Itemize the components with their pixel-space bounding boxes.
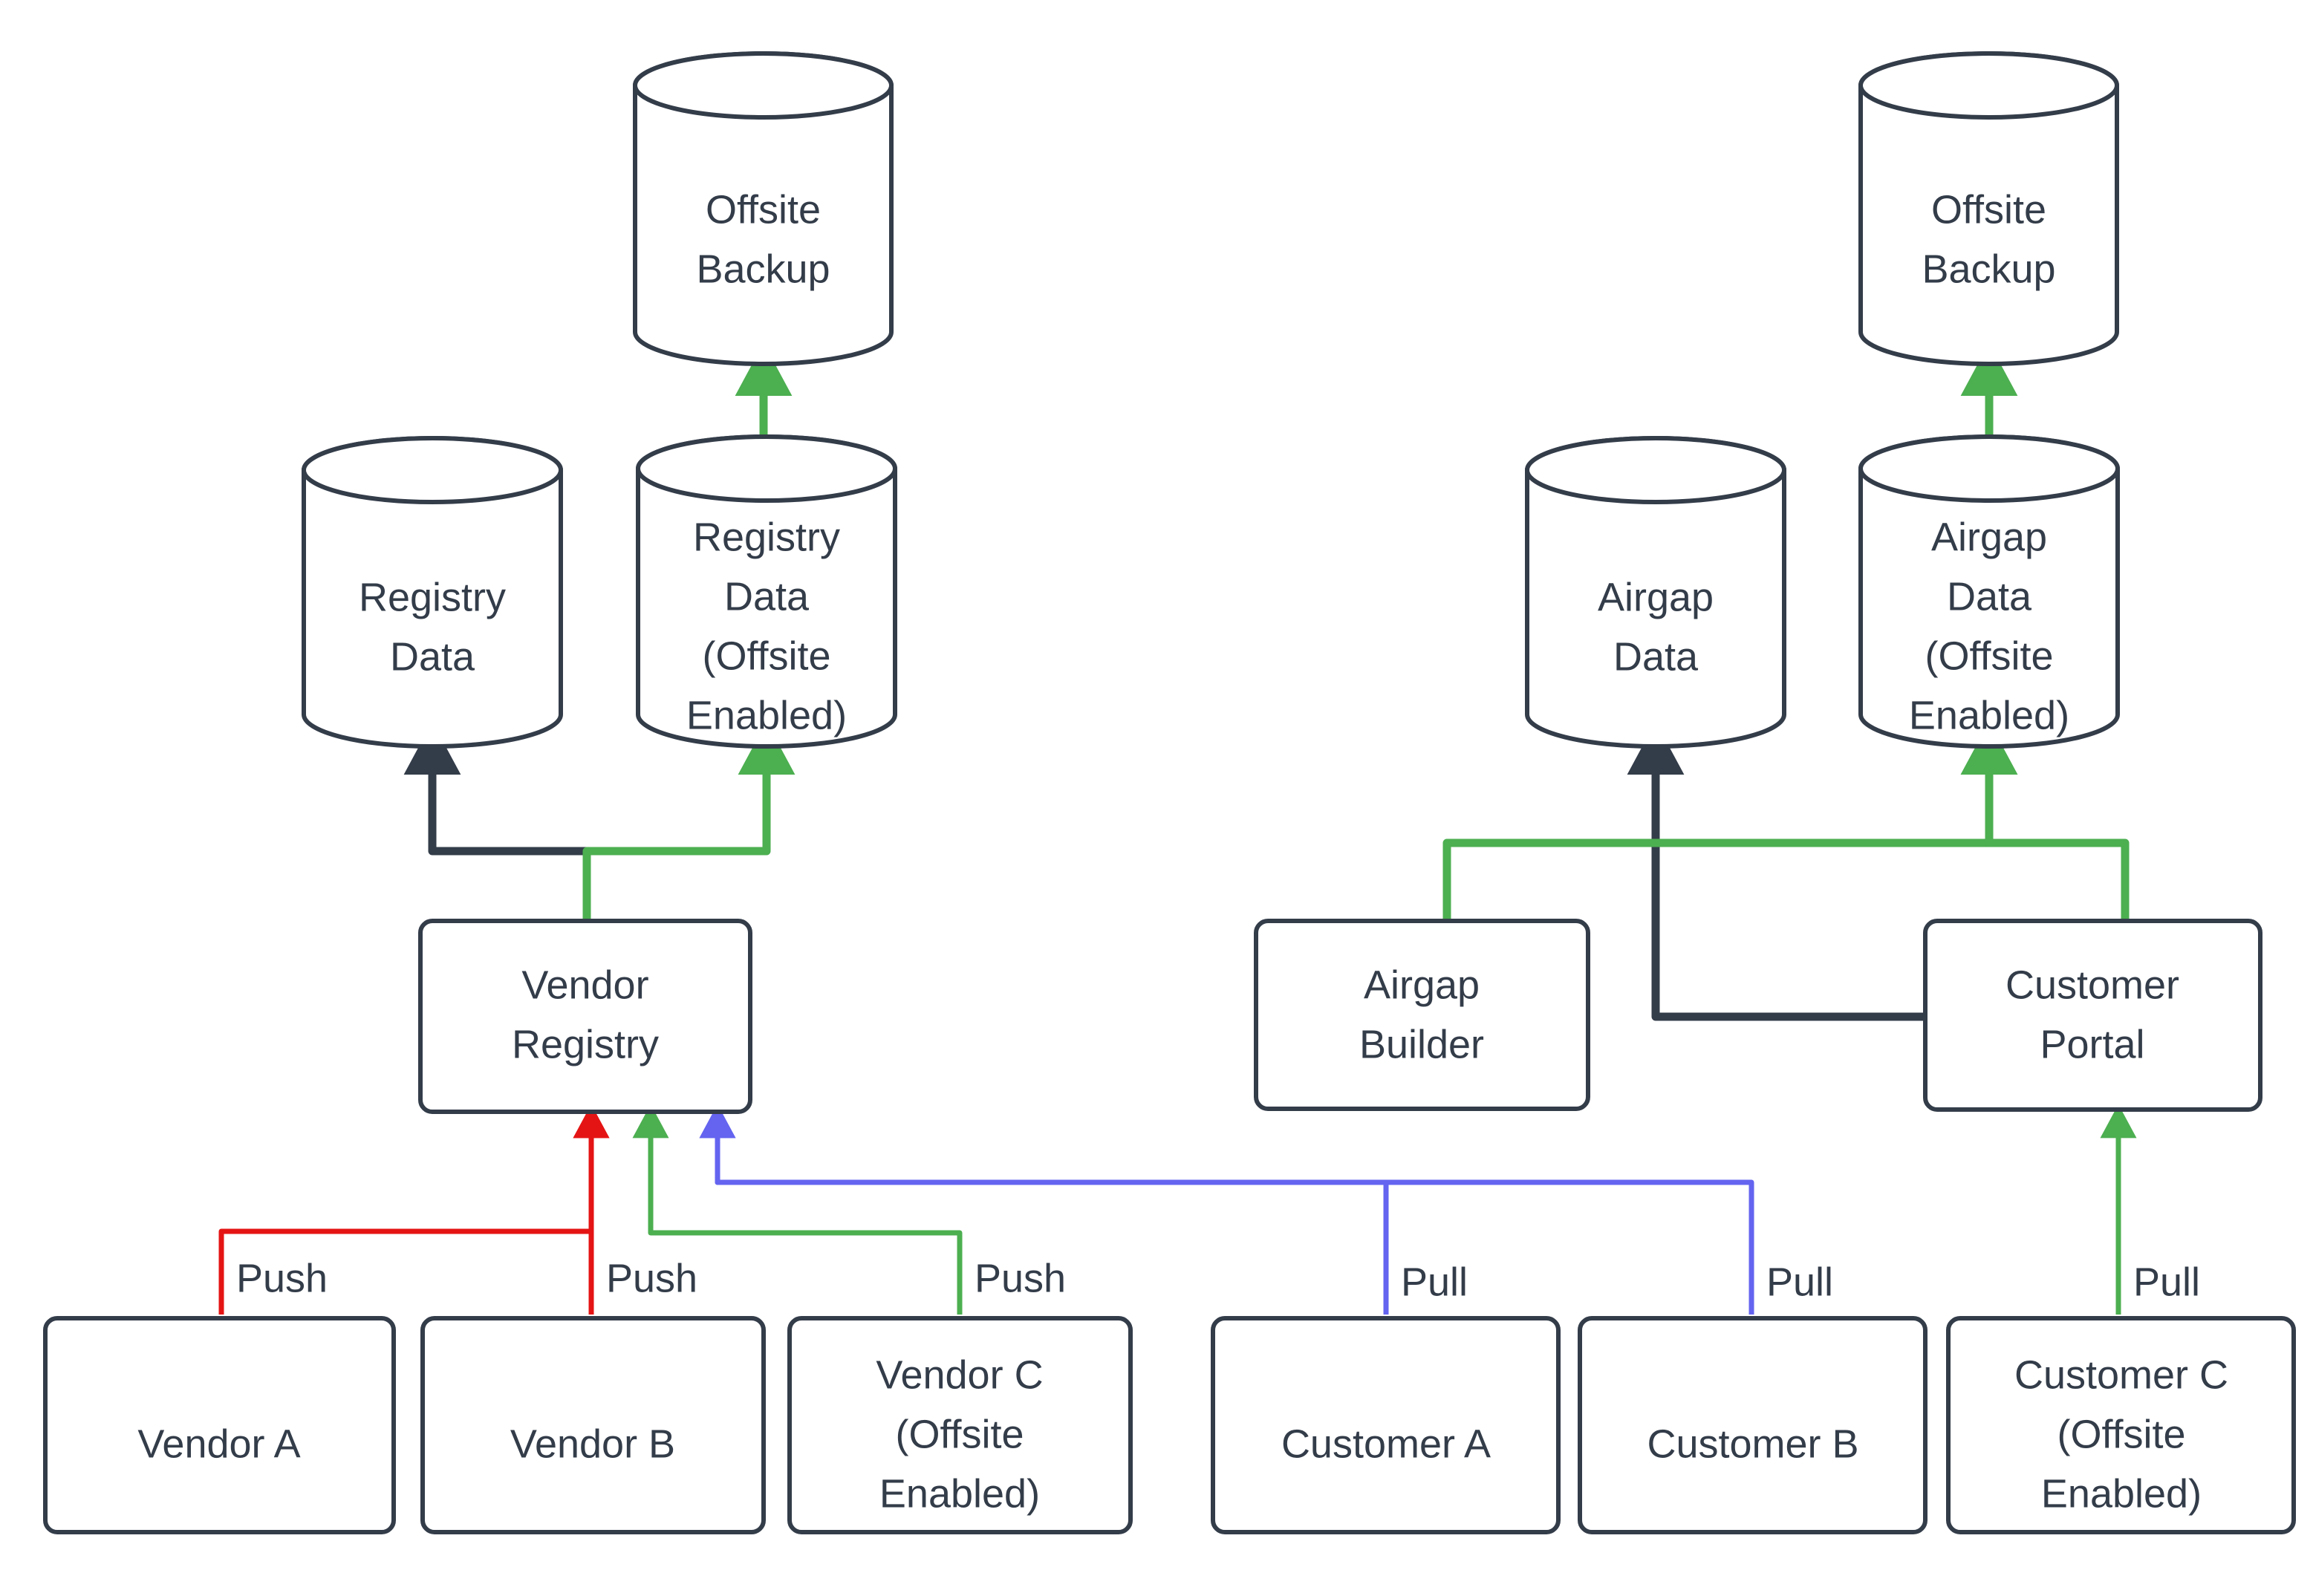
node-label-registry-data-offsite-line4: Enabled) — [686, 693, 847, 737]
node-label-airgap-data-offsite-line1: Airgap — [1931, 515, 2047, 559]
node-vendor-a[interactable]: Vendor A — [43, 1316, 396, 1534]
node-label-airgap-builder-line1: Airgap — [1364, 963, 1480, 1007]
node-label-registry-data-offsite-line1: Registry — [693, 515, 840, 559]
node-offsite-backup-left[interactable]: Offsite Backup — [633, 51, 894, 366]
node-label-customer-a: Customer A — [1281, 1421, 1491, 1466]
node-label-registry-data-line1: Registry — [359, 575, 506, 619]
edge-label-customer-c-pull: Pull — [2133, 1260, 2200, 1304]
node-label-vendor-a: Vendor A — [137, 1421, 300, 1466]
node-label-vendor-b: Vendor B — [510, 1421, 675, 1466]
node-airgap-data-offsite[interactable]: Airgap Data (Offsite Enabled) — [1858, 434, 2120, 749]
node-label-airgap-data-offsite-line3: (Offsite — [1925, 633, 2053, 678]
node-label-customer-portal-line2: Portal — [2040, 1022, 2144, 1066]
node-customer-portal[interactable]: Customer Portal — [1923, 919, 2262, 1112]
node-label-offsite-backup-right-line2: Backup — [1922, 247, 2055, 291]
node-offsite-backup-right[interactable]: Offsite Backup — [1858, 51, 2119, 366]
node-label-offsite-backup-right-line1: Offsite — [1931, 187, 2046, 232]
edge-customer-portal-to-airgap-data-offsite — [1960, 721, 2130, 919]
edge-label-vendor-b-push: Push — [606, 1256, 697, 1300]
node-label-vendor-c-line1: Vendor C — [876, 1352, 1043, 1397]
node-label-vendor-registry-line1: Vendor — [521, 963, 648, 1007]
node-label-registry-data-line2: Data — [390, 634, 475, 679]
edge-airgap-builder-to-airgap-data-offsite — [1442, 721, 2018, 919]
edge-customer-b-to-vendor-registry — [699, 1104, 1754, 1315]
node-vendor-b[interactable]: Vendor B — [420, 1316, 766, 1534]
edge-vendor-registry-to-registry-data — [403, 721, 591, 919]
node-label-airgap-data-offsite-line2: Data — [1947, 574, 2032, 619]
node-label-airgap-data-line1: Airgap — [1598, 575, 1714, 619]
node-customer-a[interactable]: Customer A — [1211, 1316, 1561, 1534]
node-customer-b[interactable]: Customer B — [1578, 1316, 1928, 1534]
node-label-customer-portal-line1: Customer — [2005, 963, 2179, 1007]
node-label-customer-c-line1: Customer C — [2014, 1352, 2228, 1397]
node-label-registry-data-offsite-line2: Data — [724, 574, 810, 619]
node-airgap-data[interactable]: Airgap Data — [1525, 436, 1786, 749]
edge-label-vendor-c-push: Push — [975, 1256, 1066, 1300]
node-label-airgap-data-line2: Data — [1613, 634, 1699, 679]
node-label-vendor-registry-line2: Registry — [512, 1022, 659, 1066]
node-label-vendor-c-line2: (Offsite — [895, 1412, 1024, 1456]
node-label-offsite-backup-left-line2: Backup — [696, 247, 830, 291]
node-label-offsite-backup-left-line1: Offsite — [706, 187, 821, 232]
node-label-airgap-builder-line2: Builder — [1359, 1022, 1484, 1066]
node-customer-c[interactable]: Customer C (Offsite Enabled) — [1946, 1316, 2296, 1534]
node-label-registry-data-offsite-line3: (Offsite — [702, 633, 830, 678]
edge-label-vendor-a-push: Push — [236, 1256, 328, 1300]
edge-label-customer-a-pull: Pull — [1401, 1260, 1468, 1304]
node-label-customer-b: Customer B — [1647, 1421, 1858, 1466]
edge-label-customer-b-pull: Pull — [1766, 1260, 1833, 1304]
node-label-airgap-data-offsite-line4: Enabled) — [1909, 693, 2069, 737]
node-registry-data[interactable]: Registry Data — [302, 436, 563, 749]
node-registry-data-offsite[interactable]: Registry Data (Offsite Enabled) — [636, 434, 897, 749]
edge-vendor-c-to-vendor-registry — [632, 1104, 963, 1315]
edge-vendor-registry-to-registry-data-offsite — [582, 721, 796, 919]
node-label-vendor-c-line3: Enabled) — [879, 1471, 1040, 1516]
node-vendor-registry[interactable]: Vendor Registry — [418, 919, 752, 1114]
node-label-customer-c-line3: Enabled) — [2041, 1471, 2202, 1516]
node-label-customer-c-line2: (Offsite — [2057, 1412, 2185, 1456]
edge-customer-portal-to-airgap-data — [1627, 721, 1923, 1021]
node-vendor-c[interactable]: Vendor C (Offsite Enabled) — [787, 1316, 1133, 1534]
node-airgap-builder[interactable]: Airgap Builder — [1254, 919, 1590, 1111]
